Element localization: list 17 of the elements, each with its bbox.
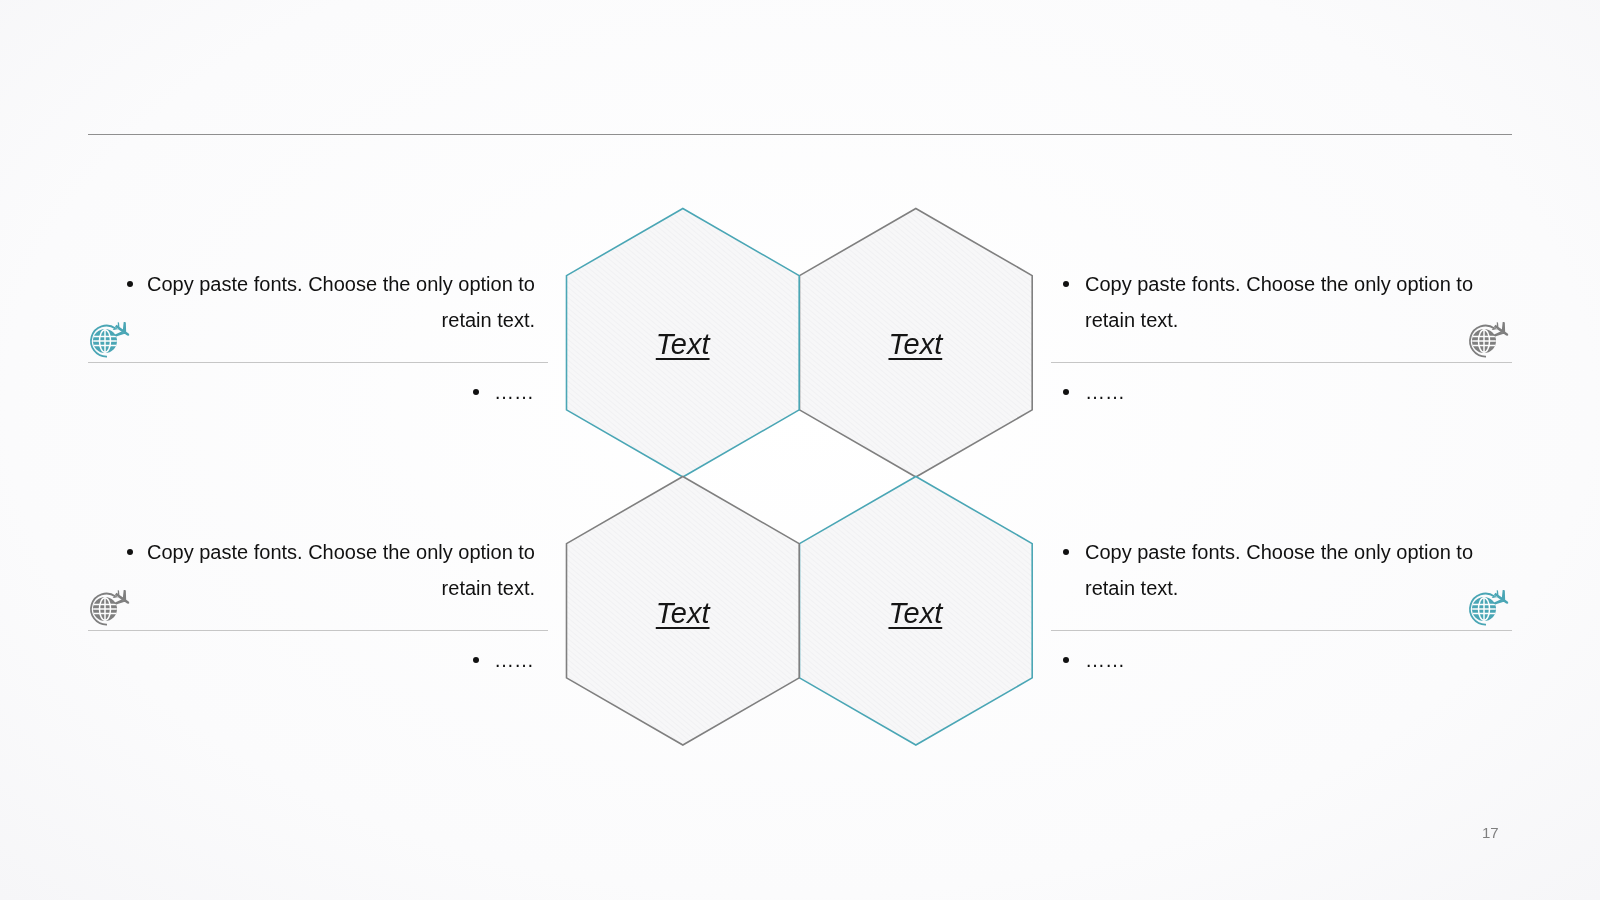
bullet-text: …… [1085, 380, 1125, 405]
bullet-text: …… [1085, 648, 1125, 674]
page-number: 17 [1482, 824, 1499, 842]
bullet-text: Copy paste fonts. Choose the only option to retain text. [145, 272, 535, 333]
bullet-text: Copy paste fonts. Choose the only option to retain text. [1085, 540, 1475, 602]
hexagon-title: Text [655, 327, 710, 362]
hexagon [564, 206, 801, 478]
hexagon [797, 475, 1034, 747]
bullet-text: …… [494, 648, 534, 674]
bullet-text: …… [494, 380, 534, 405]
hexagon [797, 206, 1034, 478]
hexagon-title: Text [888, 595, 943, 630]
bullet-text: Copy paste fonts. Choose the only option to retain text. [145, 540, 535, 602]
hexagon [564, 475, 801, 747]
hexagon-title: Text [655, 595, 710, 630]
hexagon-title: Text [888, 327, 943, 362]
bullet-text: Copy paste fonts. Choose the only option to retain text. [1085, 272, 1475, 333]
